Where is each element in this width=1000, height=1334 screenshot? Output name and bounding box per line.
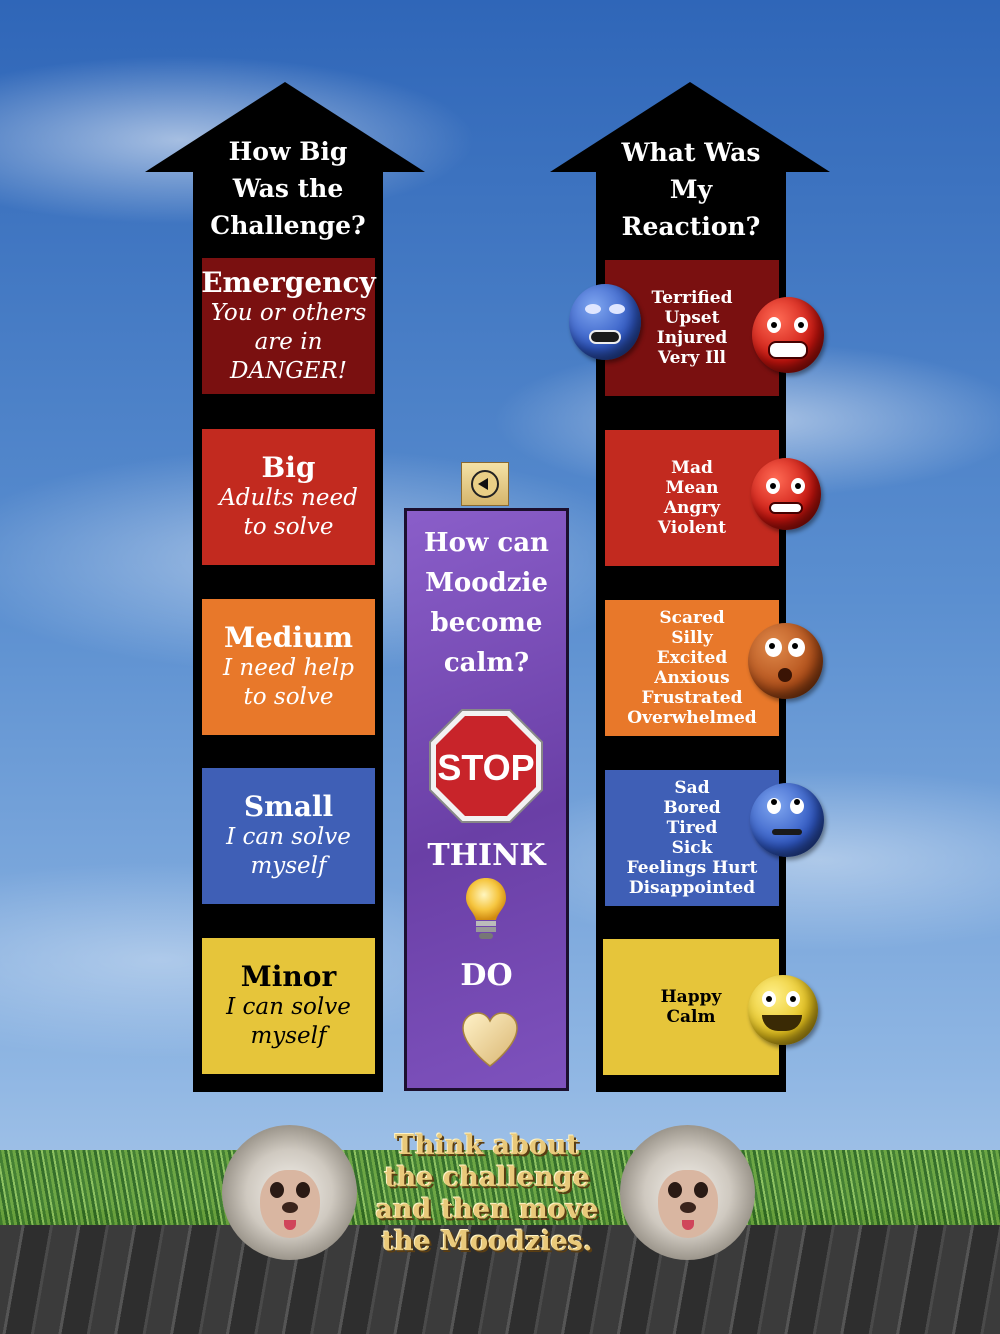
level-desc: myself [250, 853, 327, 879]
level-desc: Adults need [219, 485, 358, 511]
level-desc: to solve [243, 514, 334, 540]
level-name: Small [243, 790, 334, 823]
reaction-column-title: What Was My Reaction? [596, 134, 786, 245]
reaction-word: Silly [671, 628, 713, 648]
instruction-line: the Moodzies. [381, 1226, 593, 1257]
level-desc: I can solve [226, 824, 351, 850]
reaction-word: Calm [666, 1007, 716, 1027]
reaction-word: Happy [660, 987, 722, 1007]
hedgehog-face [260, 1170, 320, 1238]
challenge-level-minor[interactable]: Minor I can solve myself [202, 938, 375, 1074]
calm-strategy-panel: How can Moodzie become calm? [404, 508, 569, 1091]
moodzie-red-furious-icon[interactable] [752, 297, 824, 373]
calm-panel-title: How can Moodzie become calm? [407, 523, 566, 683]
moodzie-hedgehog-right[interactable] [620, 1125, 755, 1260]
level-name: Medium [223, 621, 353, 654]
instruction-line: the challenge [384, 1162, 590, 1193]
reaction-word: Very Ill [657, 348, 727, 368]
stop-sign-icon[interactable]: STOP [428, 708, 544, 824]
reaction-level-medium[interactable]: Scared Silly Excited Anxious Frustrated … [605, 600, 779, 736]
reaction-word: Violent [657, 518, 727, 538]
level-desc: I can solve [226, 994, 351, 1020]
reaction-word: Injured [656, 328, 728, 348]
back-arrow-icon [471, 470, 499, 498]
level-desc: You or others [210, 299, 367, 326]
cobblestone-ground [0, 1210, 1000, 1334]
calm-title-line: How can [424, 528, 549, 558]
reaction-word: Overwhelmed [627, 708, 757, 728]
reaction-title-line: Reaction? [621, 212, 761, 241]
challenge-level-medium[interactable]: Medium I need help to solve [202, 599, 375, 735]
instruction-line: Think about [394, 1130, 580, 1161]
calm-title-line: calm? [443, 648, 530, 678]
challenge-title-line: Challenge? [210, 211, 366, 240]
reaction-level-small[interactable]: Sad Bored Tired Sick Feelings Hurt Disap… [605, 770, 779, 906]
level-desc: I need help [223, 655, 354, 681]
challenge-level-emergency[interactable]: Emergency You or others are in DANGER! [201, 258, 376, 394]
grass-strip [0, 1150, 1000, 1225]
reaction-word: Anxious [654, 668, 730, 688]
reaction-word: Feelings Hurt [626, 858, 758, 878]
level-name: Emergency [201, 265, 376, 299]
level-desc: DANGER! [230, 357, 347, 384]
level-name: Minor [240, 960, 337, 993]
level-desc: myself [250, 1023, 327, 1049]
challenge-title-line: How Big [228, 137, 348, 166]
reaction-level-big[interactable]: Mad Mean Angry Violent [605, 430, 779, 566]
lightbulb-icon[interactable] [463, 876, 509, 942]
reaction-arrow-head [550, 82, 830, 172]
moodzie-blue-sad-icon[interactable] [750, 783, 824, 857]
moodzie-red-angry-icon[interactable] [751, 458, 821, 530]
reaction-word: Mad [671, 458, 713, 478]
challenge-column-title: How Big Was the Challenge? [193, 133, 383, 244]
reaction-word: Upset [664, 308, 720, 328]
level-name: Big [261, 451, 316, 484]
reaction-word: Excited [656, 648, 728, 668]
challenge-arrow-head [145, 82, 425, 172]
heart-icon[interactable] [461, 1012, 519, 1068]
challenge-title-line: Was the [232, 174, 344, 203]
moodzie-yellow-happy-icon[interactable] [748, 975, 818, 1045]
challenge-level-big[interactable]: Big Adults need to solve [202, 429, 375, 565]
moodzie-orange-worried-icon[interactable] [748, 623, 823, 699]
reaction-title-line: What Was [621, 138, 761, 167]
do-label: DO [460, 958, 513, 993]
moodzie-blue-crying-icon[interactable] [569, 284, 641, 360]
level-desc: to solve [243, 684, 334, 710]
reaction-word: Sad [674, 778, 710, 798]
back-button[interactable] [461, 462, 509, 506]
reaction-word: Bored [663, 798, 721, 818]
reaction-word: Tired [666, 818, 718, 838]
think-label: THINK [427, 838, 546, 873]
reaction-title-line: My [669, 175, 713, 204]
moodzie-hedgehog-left[interactable] [222, 1125, 357, 1260]
calm-title-line: Moodzie [425, 568, 548, 598]
reaction-word: Angry [663, 498, 721, 518]
instructions-text: Think about the challenge and then move … [352, 1130, 622, 1258]
reaction-word: Terrified [651, 288, 733, 308]
instruction-line: and then move [375, 1194, 599, 1225]
hedgehog-face [658, 1170, 718, 1238]
stop-sign-text: STOP [437, 747, 534, 788]
calm-title-line: become [430, 608, 543, 638]
reaction-word: Mean [665, 478, 719, 498]
reaction-word: Disappointed [628, 878, 756, 898]
reaction-word: Sick [671, 838, 713, 858]
level-desc: are in [254, 328, 323, 355]
reaction-word: Scared [659, 608, 725, 628]
reaction-word: Frustrated [641, 688, 743, 708]
challenge-level-small[interactable]: Small I can solve myself [202, 768, 375, 904]
